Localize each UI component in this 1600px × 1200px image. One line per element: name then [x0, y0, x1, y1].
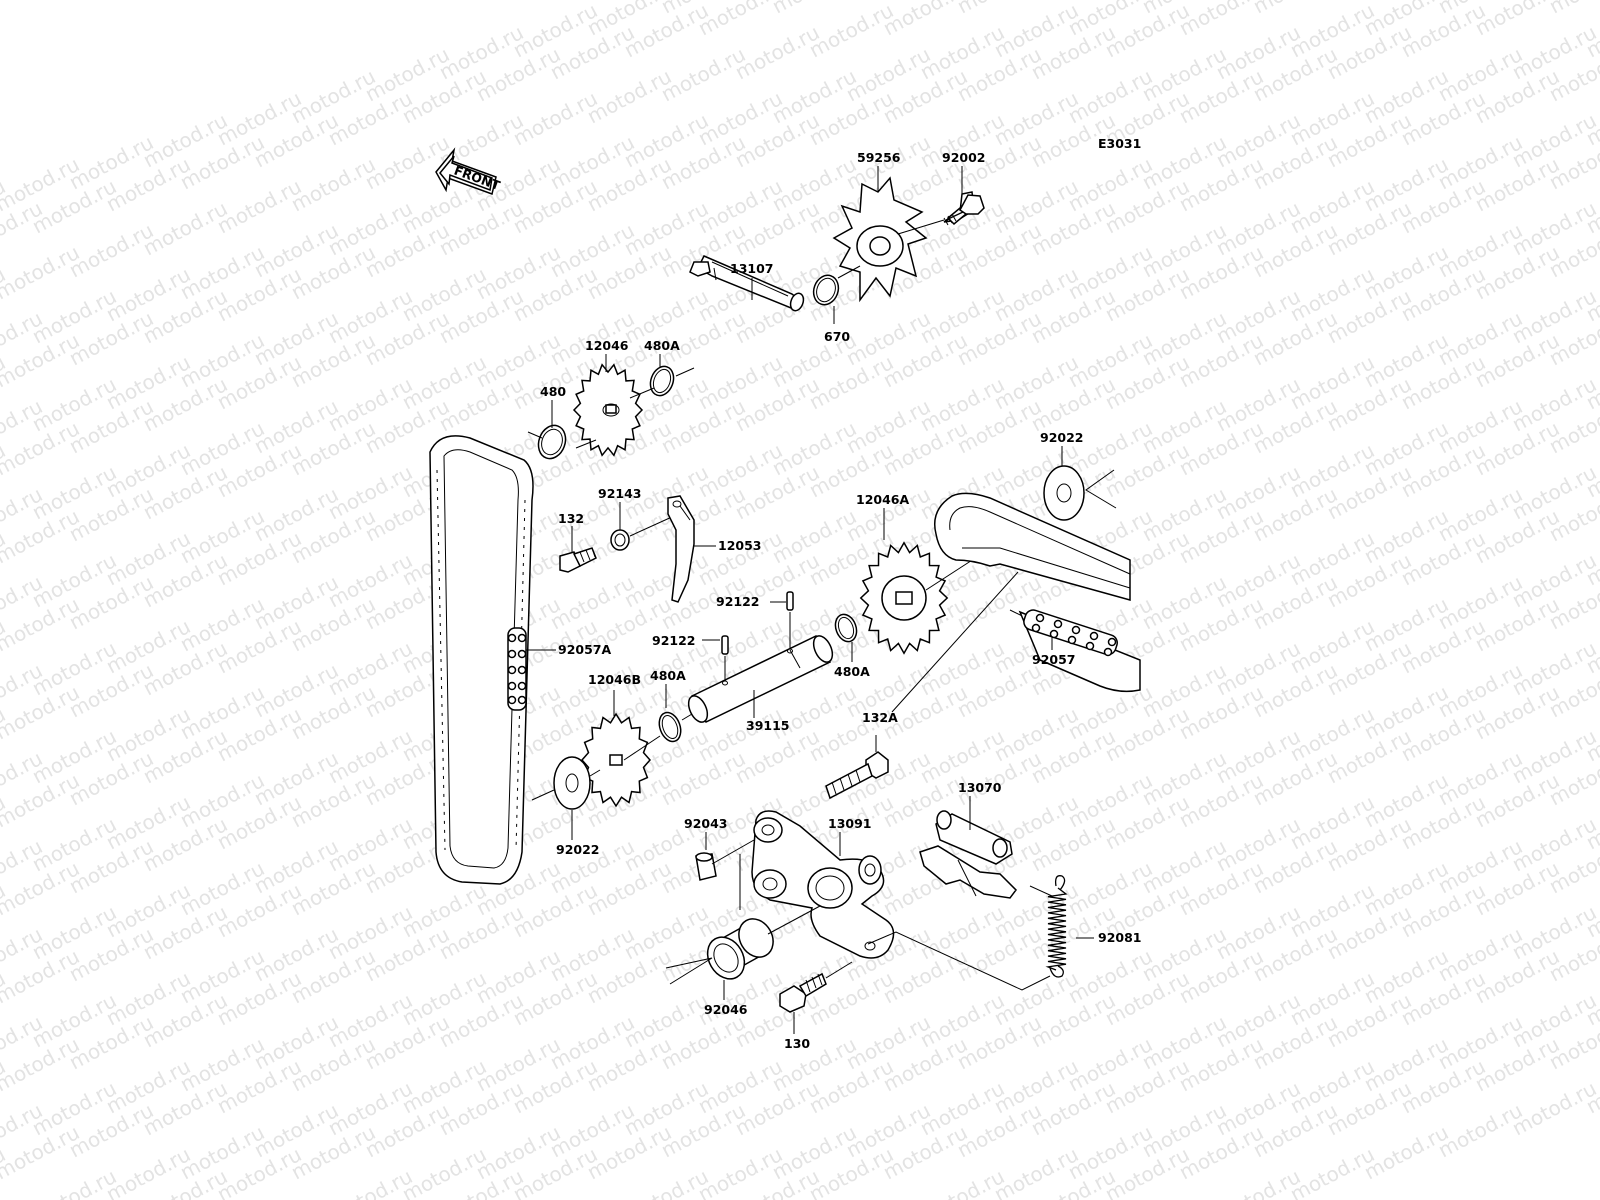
callout-92057: 92057 — [1032, 652, 1076, 667]
callout-92022-right: 92022 — [1040, 430, 1084, 445]
callout-13070: 13070 — [958, 780, 1002, 795]
circlip-480a-mid — [658, 711, 682, 743]
chain-slider-13070 — [919, 810, 1017, 899]
shaft-39115 — [687, 635, 834, 723]
callout-480a-right: 480A — [834, 664, 870, 679]
chain-left — [429, 435, 534, 885]
callout-130: 130 — [784, 1036, 810, 1051]
callout-92122-lower: 92122 — [652, 633, 696, 648]
washer-92022-left — [553, 756, 591, 810]
callout-92022-left: 92022 — [556, 842, 600, 857]
callout-92043: 92043 — [684, 816, 728, 831]
pin-92122-lower — [721, 635, 729, 655]
callout-13107: 13107 — [730, 261, 774, 276]
callout-480a-mid: 480A — [650, 668, 686, 683]
pin-92122-upper — [786, 591, 794, 611]
callout-12046: 12046 — [585, 338, 629, 353]
tensioner-arm-13091 — [751, 810, 895, 959]
callout-12046b: 12046B — [588, 672, 641, 687]
master-link-92057a — [507, 627, 527, 711]
callout-132: 132 — [558, 511, 584, 526]
bolt-132 — [559, 547, 597, 573]
callout-12053: 12053 — [718, 538, 762, 553]
callout-92046: 92046 — [704, 1002, 748, 1017]
circlip-480a-top — [649, 365, 675, 397]
callout-480: 480 — [540, 384, 566, 399]
sleeve-92043 — [695, 839, 755, 910]
bolt-130 — [779, 961, 853, 1013]
callout-92081: 92081 — [1098, 930, 1142, 945]
callout-92057a: 92057A — [558, 642, 611, 657]
master-link-92057 — [1023, 609, 1118, 657]
sprocket-12046a — [859, 541, 949, 655]
bolt-92002 — [943, 191, 985, 226]
callout-39115: 39115 — [746, 718, 790, 733]
spring-92081 — [1045, 875, 1068, 978]
fan-impeller-59256 — [832, 176, 928, 303]
bearing-92046 — [706, 918, 774, 980]
shaft-13107 — [689, 255, 805, 312]
callout-132a: 132A — [862, 710, 898, 725]
washer-92143 — [610, 529, 630, 551]
callout-13091: 13091 — [828, 816, 872, 831]
top-axis-line — [527, 431, 543, 439]
washer-92022-right — [1043, 465, 1085, 521]
bolt-132a — [825, 735, 889, 800]
callout-labels: E3031 59256 92002 13107 670 12046 480A 4… — [540, 136, 1142, 1051]
circlip-480a-right — [834, 613, 858, 643]
sprocket-12046 — [572, 363, 644, 457]
callout-12046a: 12046A — [856, 492, 909, 507]
diagram-code: E3031 — [1098, 136, 1141, 151]
callout-480a-top: 480A — [644, 338, 680, 353]
chain-guide-12053 — [667, 495, 695, 603]
callout-92002: 92002 — [942, 150, 986, 165]
callout-92122-upper: 92122 — [716, 594, 760, 609]
callout-670: 670 — [824, 329, 850, 344]
sprocket-12046b — [581, 712, 651, 808]
callout-59256: 59256 — [857, 150, 901, 165]
callout-92143: 92143 — [598, 486, 642, 501]
leader-lines — [526, 166, 1094, 1034]
